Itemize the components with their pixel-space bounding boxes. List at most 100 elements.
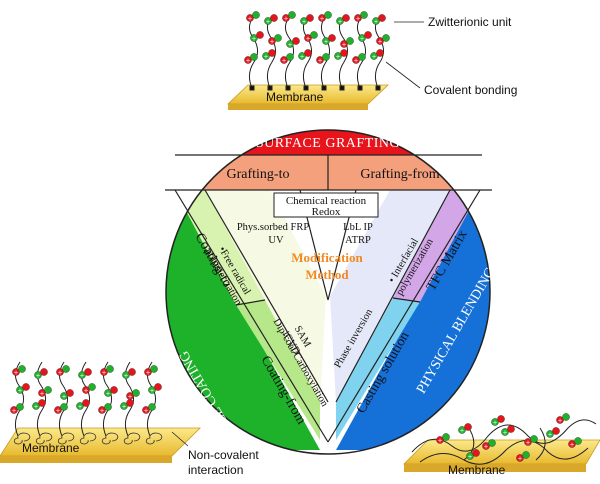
zwitterion-charge	[110, 386, 118, 394]
zwitterion-charge	[250, 34, 258, 42]
zwitterion-charge	[316, 56, 324, 64]
charge-sign: +	[355, 16, 360, 23]
zwitterion-charge	[250, 53, 258, 61]
zwitterion-charge	[98, 406, 106, 414]
spiral	[57, 432, 75, 445]
zwitterion-charge	[286, 40, 294, 48]
charge-sign: +	[437, 438, 442, 445]
phys-sorbed-frp-text: Phys.sorbed FRP	[237, 222, 310, 233]
charge-sign: +	[317, 58, 322, 65]
coating-to-band-strip	[175, 190, 265, 305]
zwitterion-charge	[340, 40, 348, 48]
zwitterion-charge	[262, 52, 270, 60]
zwitterion-charge	[556, 416, 564, 424]
charge-sign: +	[502, 430, 507, 437]
polymer-chain	[535, 427, 546, 461]
polymer-chain	[320, 15, 330, 89]
charge-sign: +	[149, 388, 154, 395]
zwitterion-charge	[360, 11, 368, 19]
zwitterion-charge	[292, 37, 300, 45]
zwitterion-charge	[322, 53, 330, 61]
covalent-anchor	[375, 85, 381, 91]
zwitterion-charge	[54, 406, 62, 414]
charge-sign: +	[341, 42, 346, 49]
zwitterion-charge	[256, 31, 264, 39]
covalent-anchor	[357, 85, 363, 91]
charge-sign: +	[287, 42, 292, 49]
spiral	[145, 432, 163, 445]
zwitterion-charge	[60, 392, 68, 400]
zwitterion-charge	[516, 454, 524, 462]
zwitterion-charge	[304, 49, 312, 57]
zwitterion-charge	[280, 56, 288, 64]
zwitterion-charge	[501, 428, 509, 436]
zwitterion-charge	[144, 368, 152, 376]
charge-sign: +	[127, 394, 132, 401]
charge-sign: +	[301, 19, 306, 26]
polymer-chain	[419, 440, 589, 465]
zwitterion-charge	[370, 52, 378, 60]
charge-sign: +	[145, 370, 150, 377]
charge-sign: +	[323, 39, 328, 46]
top-polymer-chains	[248, 15, 384, 91]
zwitterion-charge	[100, 368, 108, 376]
non-covalent-label-line1: Non-covalent	[188, 448, 259, 462]
charge-sign: +	[33, 404, 38, 411]
zwitterion-charge	[442, 433, 450, 441]
charge-sign: +	[247, 16, 252, 23]
charge-sign: +	[305, 36, 310, 43]
zwitterion-charge	[148, 386, 156, 394]
surface-grafting-title: SURFACE GRAFTING	[256, 136, 400, 151]
zwitterion-charge	[264, 17, 272, 25]
charge-sign: +	[557, 418, 562, 425]
polymer-chain	[266, 15, 276, 89]
zwitterion-charge	[336, 17, 344, 25]
top-membrane-label: Membrane	[266, 90, 324, 104]
redox-text: Redox	[312, 206, 341, 218]
zwitterion-charge	[346, 37, 354, 45]
coating-from-band	[236, 300, 320, 440]
charge-sign: +	[55, 408, 60, 415]
spiral	[35, 432, 53, 445]
zwitterion-charge	[148, 403, 156, 411]
zwitterion-charge	[546, 430, 554, 438]
zwitterion-charge	[472, 449, 480, 457]
covalent-anchor	[249, 85, 255, 91]
covalent-anchor	[339, 85, 345, 91]
covalent-bonding-label: Covalent bonding	[424, 83, 517, 97]
zwitterion-charge	[458, 426, 466, 434]
zwitterion-charge	[464, 423, 472, 431]
zwitterion-charge	[318, 14, 326, 22]
charge-sign: +	[17, 388, 22, 395]
spiral	[13, 432, 31, 445]
zwitterion-charge	[244, 56, 252, 64]
zwitterion-charge	[298, 52, 306, 60]
charge-sign: +	[99, 408, 104, 415]
zwitterion-charge	[62, 365, 70, 373]
zwitterion-charge	[328, 34, 336, 42]
zwitterion-charge	[132, 389, 140, 397]
charge-sign: +	[459, 428, 464, 435]
non-covalent-leader-line	[171, 431, 189, 447]
casting-solution-band	[336, 298, 420, 440]
zwitterion-charge	[128, 368, 136, 376]
charge-sign: +	[373, 19, 378, 26]
charge-sign: +	[569, 442, 574, 449]
zwitterion-charge	[562, 413, 570, 421]
charge-sign: +	[121, 404, 126, 411]
zwitterion-charge	[270, 14, 278, 22]
non-covalent-label-line2: interaction	[188, 463, 243, 477]
zwitterion-charge	[44, 386, 52, 394]
wheel-dividers	[165, 154, 492, 443]
polymer-chain	[374, 15, 384, 89]
charge-sign: +	[525, 440, 530, 447]
zwitterion-charge	[352, 56, 360, 64]
charge-sign: +	[269, 39, 274, 46]
zwitterion-charge	[436, 436, 444, 444]
zwitterion-charge	[282, 14, 290, 22]
zwitterion-charge	[524, 438, 532, 446]
zwitterion-charge	[120, 402, 128, 410]
zwitterion-charge	[104, 389, 112, 397]
zwitterion-charge	[122, 371, 130, 379]
